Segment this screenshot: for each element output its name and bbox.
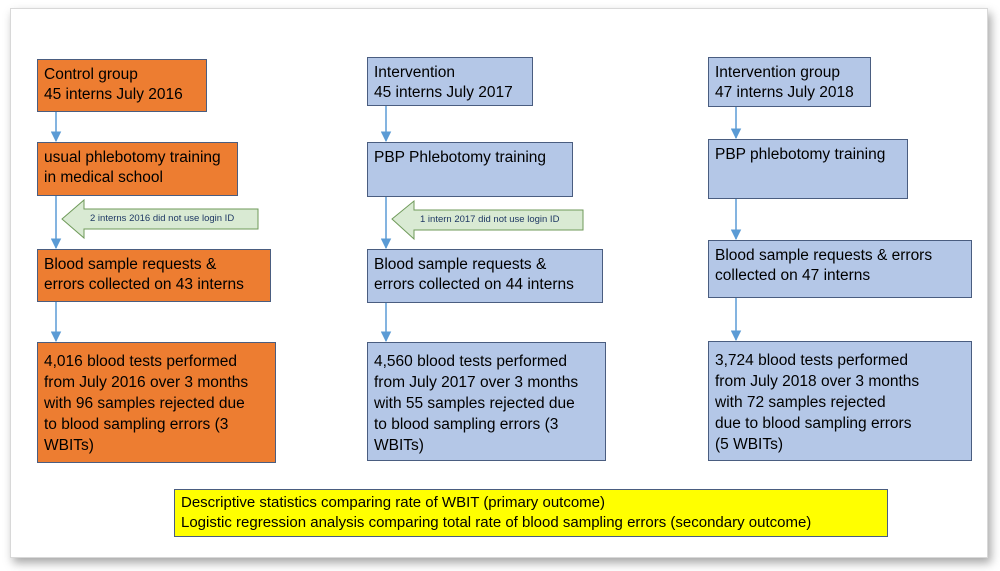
intervention-2017-result-box: 4,560 blood tests performed from July 20… [367,342,606,461]
intervention-2017-training-box: PBP Phlebotomy training [367,142,573,197]
intervention-2018-group-box: Intervention group 47 interns July 2018 [708,57,871,107]
analysis-summary-box: Descriptive statistics comparing rate of… [174,489,888,537]
exclusion-note-2016: 2 interns 2016 did not use login ID [90,213,235,224]
intervention-2017-collected-box: Blood sample requests & errors collected… [367,249,603,303]
intervention-2017-group-box: Intervention 45 interns July 2017 [367,57,533,106]
control-collected-box: Blood sample requests & errors collected… [37,249,271,302]
intervention-2018-training-box: PBP phlebotomy training [708,139,908,199]
intervention-2018-collected-box: Blood sample requests & errors collected… [708,240,972,298]
control-group-box: Control group 45 interns July 2016 [37,59,207,112]
exclusion-note-2017: 1 intern 2017 did not use login ID [420,214,560,225]
exclusion-arrow-2016-icon [61,198,259,240]
control-training-box: usual phlebotomy training in medical sch… [37,142,238,196]
control-result-box: 4,016 blood tests performed from July 20… [37,342,276,463]
intervention-2018-result-box: 3,724 blood tests performed from July 20… [708,341,972,461]
exclusion-arrow-2017-icon [391,199,584,241]
